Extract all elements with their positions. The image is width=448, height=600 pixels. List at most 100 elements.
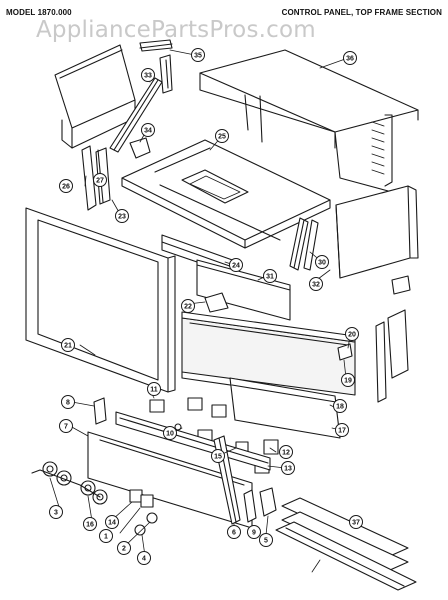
callout-6: 6: [227, 525, 241, 539]
callout-number: 8: [66, 400, 70, 407]
callout-number: 33: [144, 73, 152, 80]
callout-24: 24: [229, 258, 243, 272]
callout-11: 11: [147, 382, 161, 396]
callout-bubble: [137, 551, 151, 565]
callout-bubble: [279, 445, 293, 459]
part-bracket-20: [204, 292, 229, 313]
callout-bubble: [117, 541, 131, 555]
section-title: CONTROL PANEL, TOP FRAME SECTION: [281, 8, 442, 17]
callout-number: 17: [338, 428, 346, 435]
callout-34: 34: [141, 123, 155, 137]
callout-number: 7: [64, 424, 68, 431]
callout-bubble: [59, 419, 73, 433]
callout-number: 12: [282, 450, 290, 457]
callout-bubble: [191, 48, 205, 62]
callout-bubble: [147, 382, 161, 396]
callout-number: 15: [214, 454, 222, 461]
part-bracket-34: [129, 137, 151, 159]
callout-number: 30: [318, 260, 326, 267]
callout-number: 21: [64, 343, 72, 350]
callout-30: 30: [315, 255, 329, 269]
callout-number: 37: [352, 520, 360, 527]
callout-5: 5: [259, 533, 273, 547]
callout-bubble: [335, 423, 349, 437]
callout-bubble: [341, 373, 355, 387]
callout-number: 31: [266, 274, 274, 281]
callout-number: 13: [284, 466, 292, 473]
callout-bubble: [99, 529, 113, 543]
callout-17: 17: [335, 423, 349, 437]
callout-20: 20: [345, 327, 359, 341]
callout-8: 8: [61, 395, 75, 409]
callout-bubble: [229, 258, 243, 272]
callout-number: 22: [184, 304, 192, 311]
callout-bubble: [333, 399, 347, 413]
callout-33: 33: [141, 68, 155, 82]
callout-number: 11: [150, 387, 158, 394]
callout-number: 18: [336, 404, 344, 411]
callout-number: 23: [118, 214, 126, 221]
callout-number: 6: [232, 530, 236, 537]
callout-bubble: [115, 209, 129, 223]
callout-number: 26: [62, 184, 70, 191]
callout-bubble: [349, 515, 363, 529]
callout-bubble: [227, 525, 241, 539]
part-upper-panel-22: [196, 259, 291, 321]
part-brace-32: [289, 217, 319, 271]
callout-number: 25: [218, 134, 226, 141]
callout-bubble: [49, 505, 63, 519]
callout-31: 31: [263, 269, 277, 283]
part-bracket-6: [243, 489, 257, 523]
part-clip-21: [337, 343, 353, 361]
callout-36: 36: [343, 51, 357, 65]
part-top-cover: [199, 49, 419, 193]
callout-number: 5: [264, 538, 268, 545]
callout-number: 35: [194, 53, 202, 60]
callout-bubble: [93, 173, 107, 187]
part-right-corner-trim: [375, 275, 411, 403]
callout-1: 1: [99, 529, 113, 543]
callout-number: 24: [232, 263, 240, 270]
callout-bubble: [61, 395, 75, 409]
callout-12: 12: [279, 445, 293, 459]
part-front-trim-23: [25, 207, 176, 393]
part-bracket-9: [259, 487, 277, 517]
callout-16: 16: [83, 517, 97, 531]
callout-22: 22: [181, 299, 195, 313]
callout-bubble: [345, 327, 359, 341]
callout-9: 9: [247, 525, 261, 539]
part-bracket-8: [93, 397, 107, 425]
callout-7: 7: [59, 419, 73, 433]
model-number: MODEL 1870.000: [6, 8, 72, 17]
part-lower-panel-17: [229, 377, 341, 439]
part-right-side-panel: [335, 185, 419, 279]
part-brace-33: [109, 77, 163, 153]
callout-3: 3: [49, 505, 63, 519]
callout-number: 34: [144, 128, 152, 135]
callout-26: 26: [59, 179, 73, 193]
callout-bubble: [281, 461, 295, 475]
callout-bubble: [247, 525, 261, 539]
callout-bubble: [211, 449, 225, 463]
callout-number: 3: [54, 510, 58, 517]
callout-15: 15: [211, 449, 225, 463]
callout-number: 32: [312, 282, 320, 289]
part-control-panel-19: [181, 311, 356, 399]
callout-number: 4: [142, 556, 146, 563]
callout-bubble: [315, 255, 329, 269]
callout-25: 25: [215, 129, 229, 143]
callout-bubble: [163, 426, 177, 440]
callout-13: 13: [281, 461, 295, 475]
callout-2: 2: [117, 541, 131, 555]
callout-number: 10: [166, 431, 174, 438]
callout-bubble: [59, 179, 73, 193]
callout-19: 19: [341, 373, 355, 387]
callout-bubble: [141, 123, 155, 137]
callout-number: 27: [96, 178, 104, 185]
callout-bubble: [309, 277, 323, 291]
callout-14: 14: [105, 515, 119, 529]
callout-number: 19: [344, 378, 352, 385]
